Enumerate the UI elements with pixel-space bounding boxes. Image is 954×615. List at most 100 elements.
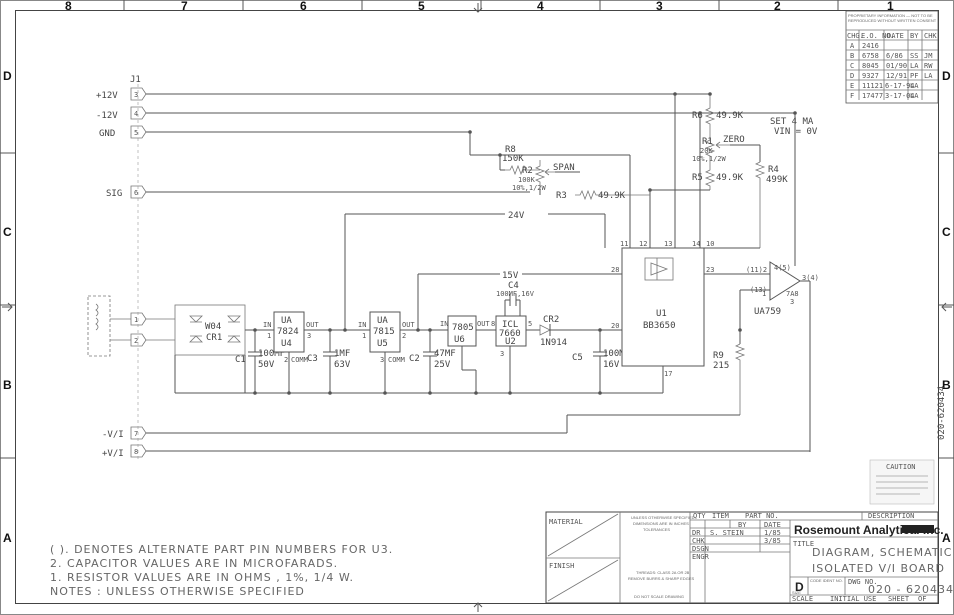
zone-label-top: 7 [181,0,188,13]
rev-cell: 6758 [862,52,879,60]
rev-header: E.O. NO. [861,32,895,40]
finish-label: FINISH [549,562,574,570]
cap-value: 100MF [258,349,285,359]
pin-num: 1 [267,332,271,340]
rev-cell: D [850,72,854,80]
cap-ref: C2 [409,354,420,364]
pin-num: 1 [762,290,766,298]
pin-num: 2 [284,356,288,364]
pin-number: 7 [134,430,138,438]
zone-label-side: D [942,69,951,83]
rev-cell: E [850,82,854,90]
material-label: MATERIAL [549,518,583,526]
center-arrow-bottom [473,602,483,612]
res-note: 10%,1/2W [692,155,727,163]
pin-num: (11)2 [746,266,767,274]
date-header: DATE [764,521,781,529]
bridge-ref: CR1 [206,333,222,343]
rev-cell: JM [924,52,932,60]
scale-label: SCALE [792,595,813,603]
pot-name: ZERO [723,135,745,145]
rev-cell: C [850,62,854,70]
pin-label: +12V [96,91,118,101]
by-header: BY [738,521,747,529]
title-line: DIAGRAM, SCHEMATIC [812,546,952,559]
ic-label: ICL [502,320,518,330]
zone-label-side: B [3,378,12,392]
setup-note: VIN = 0V [774,127,818,137]
pin-num: 8 [491,320,495,328]
description-header: DESCRIPTION [868,512,914,520]
diode-cr2: CR2 1N914 [539,315,622,348]
revision-table: PROPRIETARY INFORMATION — NOT TO BE REPR… [845,10,939,104]
center-arrow-left [2,302,13,312]
junction-dots [253,92,797,395]
pin-num: 12 [639,240,647,248]
regulator-u5: UA 7815 U5 IN OUT COMM 1 2 3 [345,311,440,393]
bridge-rectifier-cr1: W04 CR1 [146,304,246,356]
pin-num: 4(5) [774,264,791,272]
pin-num: 2 [402,332,406,340]
supply-wires [146,93,795,193]
size-label: SIZE [792,590,801,595]
rev-header: CHK [924,32,937,40]
pin-out: OUT [306,321,319,329]
ic-part: BB3650 [643,321,676,331]
pin-number: 2 [134,337,138,345]
cap-value: 100MF,16V [496,290,535,298]
chk-label: CHK [692,537,705,545]
zone-label-side: C [942,225,951,239]
center-arrow-top [473,3,483,13]
converter-u2: ICL 7660 U2 5 3 C4 100MF,16V [495,281,540,393]
capacitor-c5: C5 100MF 16V [572,330,630,393]
sheet-label: SHEET [888,595,910,603]
rev-cell: 3-17-04 [885,92,915,100]
ic-ref: U2 [505,337,516,347]
net-label: 15V [502,271,519,281]
cap-rating: 25V [434,360,451,370]
pin-label: -V/I [102,430,124,440]
potentiometer-r2: R2 100K 10%,1/2W SPAN [512,160,580,192]
pin-num: 3 [500,350,504,358]
ic-ref: U1 [656,309,667,319]
resistor-r4: R4 499K [704,145,788,249]
zone-label-top: 6 [300,0,307,13]
res-ref: R3 [556,191,567,201]
res-ref: R4 [768,165,779,175]
resistor-r6: R6 49.9K [692,94,744,135]
pin-num: 1 [362,332,366,340]
res-value: 49.9K [716,173,744,183]
zone-label-top: 4 [537,0,544,13]
rev-cell: RW [924,62,933,70]
pin-number: 1 [134,316,138,324]
pin-num: 17 [664,370,672,378]
rev-cell: LA [910,82,919,90]
zone-label-top: 8 [65,0,72,13]
reg-part: 7815 [373,327,395,337]
note-line: ( ). DENOTES ALTERNATE PART PIN NUMBERS … [50,543,393,556]
res-value: 20K [700,147,713,155]
pin-number: 6 [134,189,138,197]
tolerance-line: THREADS: CLASS 2A OR 2B [636,570,690,575]
pin-out: OUT [477,320,490,328]
res-value: 100K [518,176,536,184]
side-zone-bar: D C B A D C B A [0,69,954,545]
title-block: MATERIAL FINISH UNLESS OTHERWISE SPECIFI… [545,511,953,604]
rev-cell: PF [910,72,918,80]
potentiometer-r1: R1 20K 10%,1/2W ZERO [692,135,760,165]
pin-num: 7A8 [786,290,799,298]
zone-label-side: B [942,378,951,392]
capacitor-c1: C1 100MF 50V [235,340,285,393]
tolerance-line: DIMENSIONS ARE IN INCHES [633,521,689,526]
cap-ref: C5 [572,353,583,363]
reg-part: 7805 [452,323,474,333]
pin-num: 14 [692,240,700,248]
rev-cell: B [850,52,854,60]
dr-name: S. STEIN [710,529,744,537]
zone-label-top: 1 [887,0,894,13]
resistor-r9: R9 215 [713,330,746,415]
ic-part: UA759 [754,307,781,317]
caution-title: CAUTION [886,463,916,471]
tolerance-line: DO NOT SCALE DRAWING [634,594,684,599]
